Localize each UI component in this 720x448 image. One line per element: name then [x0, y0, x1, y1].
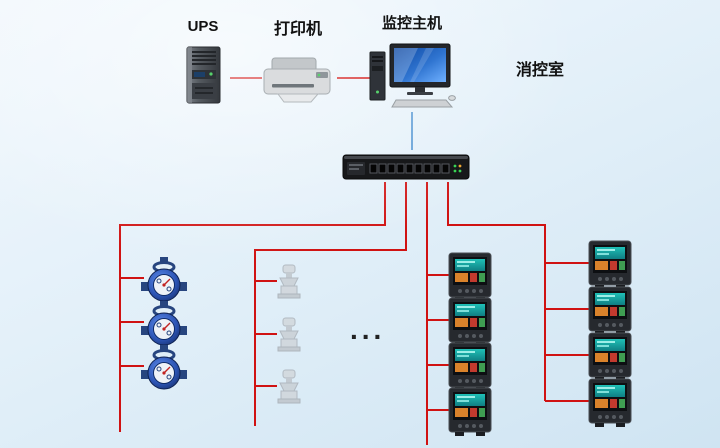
monitor-host-icon: [368, 42, 456, 110]
ups-icon: [178, 44, 228, 106]
power-meter-icon: [588, 378, 632, 428]
power-meter-icon: [448, 387, 492, 437]
monitor-host-label: 监控主机: [381, 15, 442, 32]
printer-icon: [260, 54, 336, 104]
ups-label: UPS: [187, 18, 219, 35]
wire-bus-valve: [254, 182, 407, 426]
power-meter-icon: [448, 342, 492, 392]
valve-icon: [275, 264, 303, 300]
power-meter-icon: [588, 332, 632, 382]
power-meter-icon: [448, 252, 492, 302]
water-meter-icon: [141, 300, 187, 346]
valve-icon: [275, 369, 303, 405]
power-meter-icon: [588, 286, 632, 336]
control-room-label: 消控室: [515, 62, 564, 79]
water-meter-icon: [141, 344, 187, 390]
switch-icon: [342, 150, 470, 184]
wire-bus-meters-right: [447, 182, 546, 401]
water-meter-icon: [141, 256, 187, 302]
wire-bus-water: [119, 182, 386, 432]
printer-label: 打印机: [273, 21, 322, 38]
power-meter-icon: [588, 240, 632, 290]
valve-icon: [275, 317, 303, 353]
ellipsis-more-devices: ...: [350, 314, 386, 345]
power-meter-icon: [448, 297, 492, 347]
